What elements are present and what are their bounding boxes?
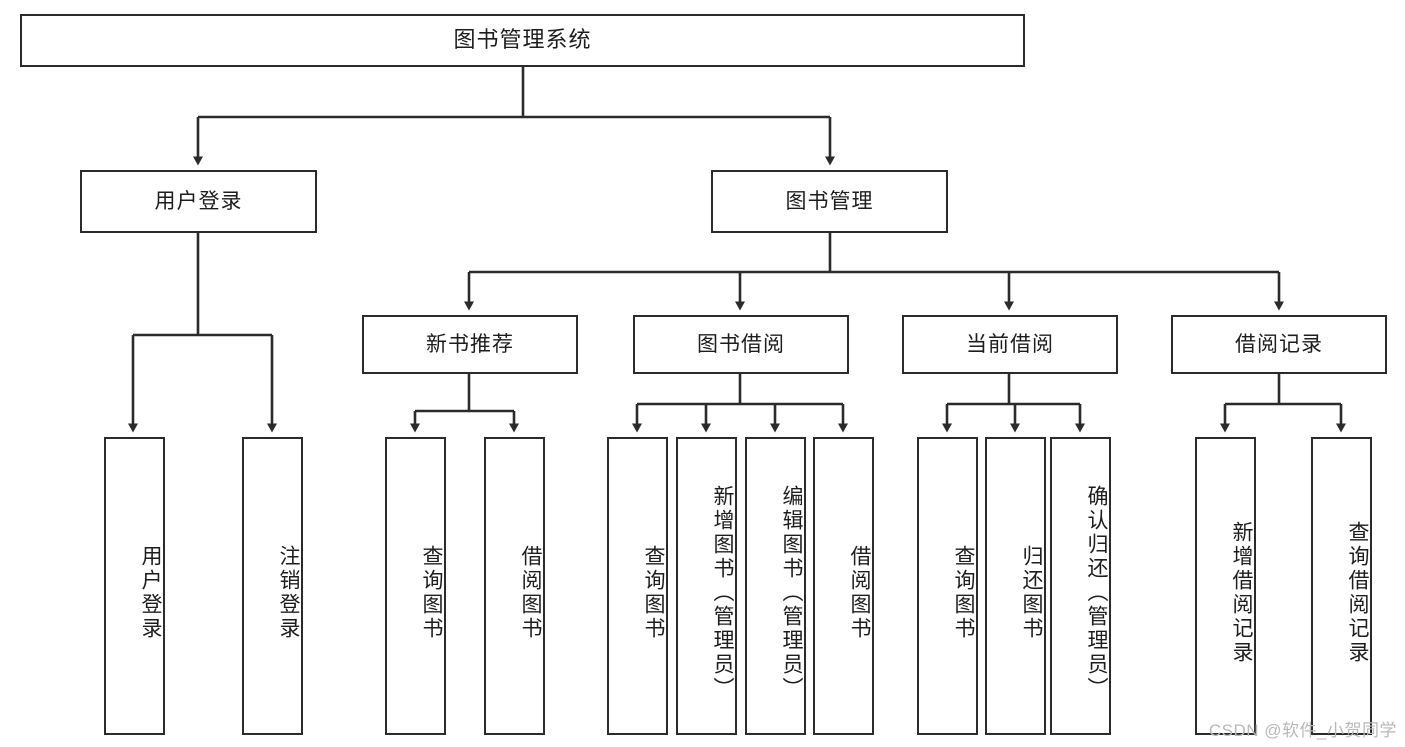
node-book-manage[interactable]: 图书管理 xyxy=(711,170,948,233)
leaf-label: 查询图书 xyxy=(642,545,665,641)
node-user-login[interactable]: 用户登录 xyxy=(80,170,317,233)
csdn-watermark: CSDN @软件_小贺同学 xyxy=(1208,721,1397,740)
leaf-label: 注销登录 xyxy=(277,545,300,641)
leaf-label: 查询图书 xyxy=(420,545,443,641)
leaf-label: 用户登录 xyxy=(139,545,162,641)
leaf-label: 查询图书 xyxy=(952,545,975,641)
leaf-label: 借阅图书 xyxy=(519,545,542,641)
node-book-borrow[interactable]: 图书借阅 xyxy=(633,315,849,374)
node-leaf-query-book-recommend[interactable]: 查询图书 xyxy=(385,437,446,735)
leaf-label: 新增图书（管理员） xyxy=(711,485,734,701)
leaf-label: 查询借阅记录 xyxy=(1346,521,1369,665)
leaf-label: 确认归还（管理员） xyxy=(1085,485,1108,701)
node-current-borrow[interactable]: 当前借阅 xyxy=(902,315,1118,374)
node-leaf-confirm-return-admin[interactable]: 确认归还（管理员） xyxy=(1050,437,1111,735)
node-leaf-query-book[interactable]: 查询图书 xyxy=(607,437,668,735)
node-root-system[interactable]: 图书管理系统 xyxy=(20,14,1025,67)
node-leaf-user-login[interactable]: 用户登录 xyxy=(104,437,165,735)
node-leaf-borrow-book[interactable]: 借阅图书 xyxy=(813,437,874,735)
leaf-label: 新增借阅记录 xyxy=(1230,521,1253,665)
leaf-label: 归还图书 xyxy=(1020,545,1043,641)
node-leaf-return-book[interactable]: 归还图书 xyxy=(985,437,1046,735)
node-leaf-add-borrow-record[interactable]: 新增借阅记录 xyxy=(1195,437,1256,735)
leaf-label: 借阅图书 xyxy=(848,545,871,641)
node-borrow-record[interactable]: 借阅记录 xyxy=(1171,315,1387,374)
leaf-label: 编辑图书（管理员） xyxy=(780,485,803,701)
node-leaf-edit-book-admin[interactable]: 编辑图书（管理员） xyxy=(745,437,806,735)
node-new-book-recommend[interactable]: 新书推荐 xyxy=(362,315,578,374)
node-leaf-borrow-book-recommend[interactable]: 借阅图书 xyxy=(484,437,545,735)
node-leaf-add-book-admin[interactable]: 新增图书（管理员） xyxy=(676,437,737,735)
node-leaf-query-book-current[interactable]: 查询图书 xyxy=(917,437,978,735)
node-leaf-logout[interactable]: 注销登录 xyxy=(242,437,303,735)
node-leaf-query-borrow-record[interactable]: 查询借阅记录 xyxy=(1311,437,1372,735)
